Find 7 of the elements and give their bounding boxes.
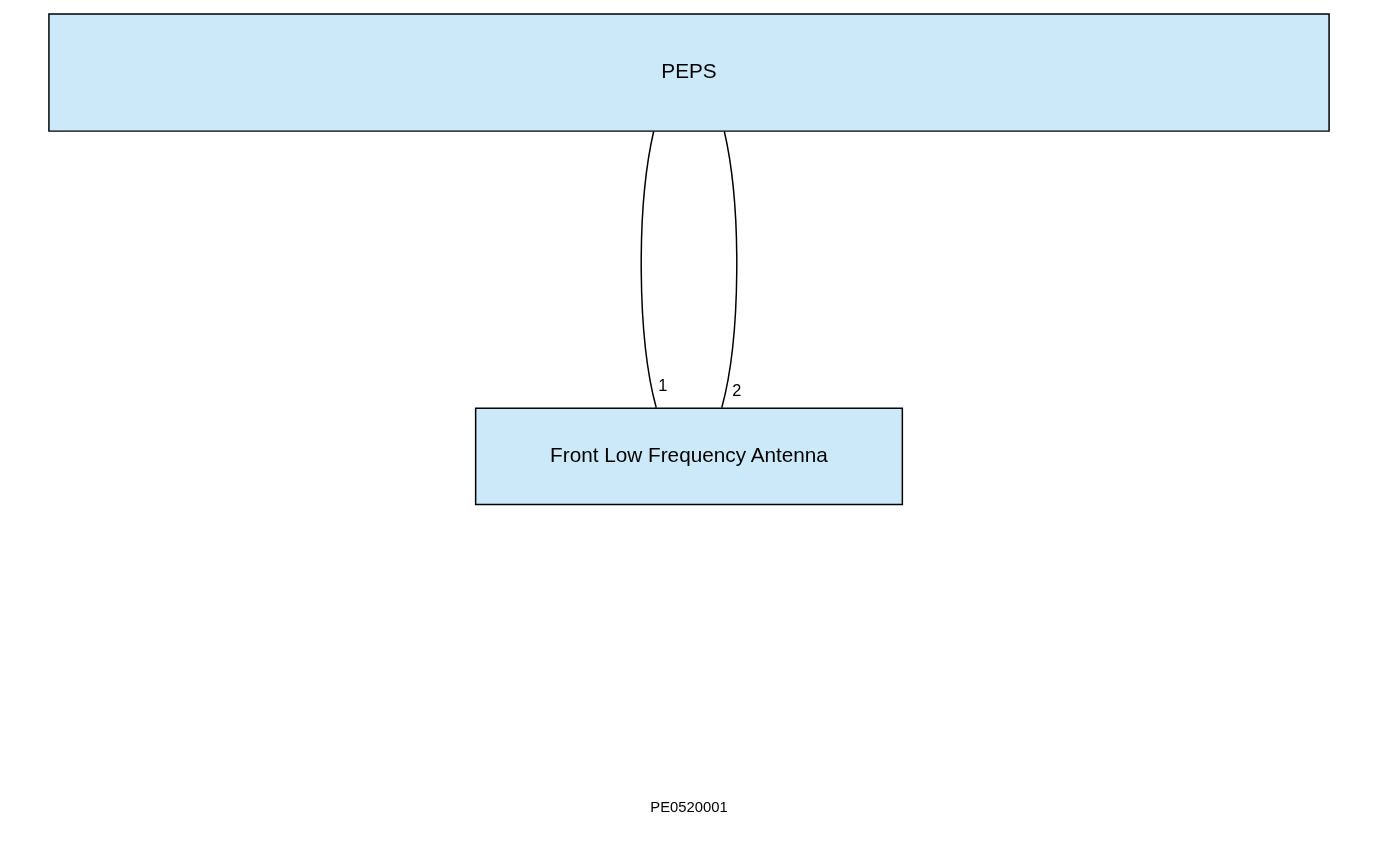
node-box: PEPS xyxy=(47,13,1330,132)
edge-label: 1 xyxy=(657,375,667,394)
connector xyxy=(720,130,737,409)
connector xyxy=(640,130,657,409)
node-box: Front Low Frequency Antenna xyxy=(474,407,903,506)
edge-label: 2 xyxy=(731,380,741,399)
label: PE0520001 xyxy=(649,798,728,815)
